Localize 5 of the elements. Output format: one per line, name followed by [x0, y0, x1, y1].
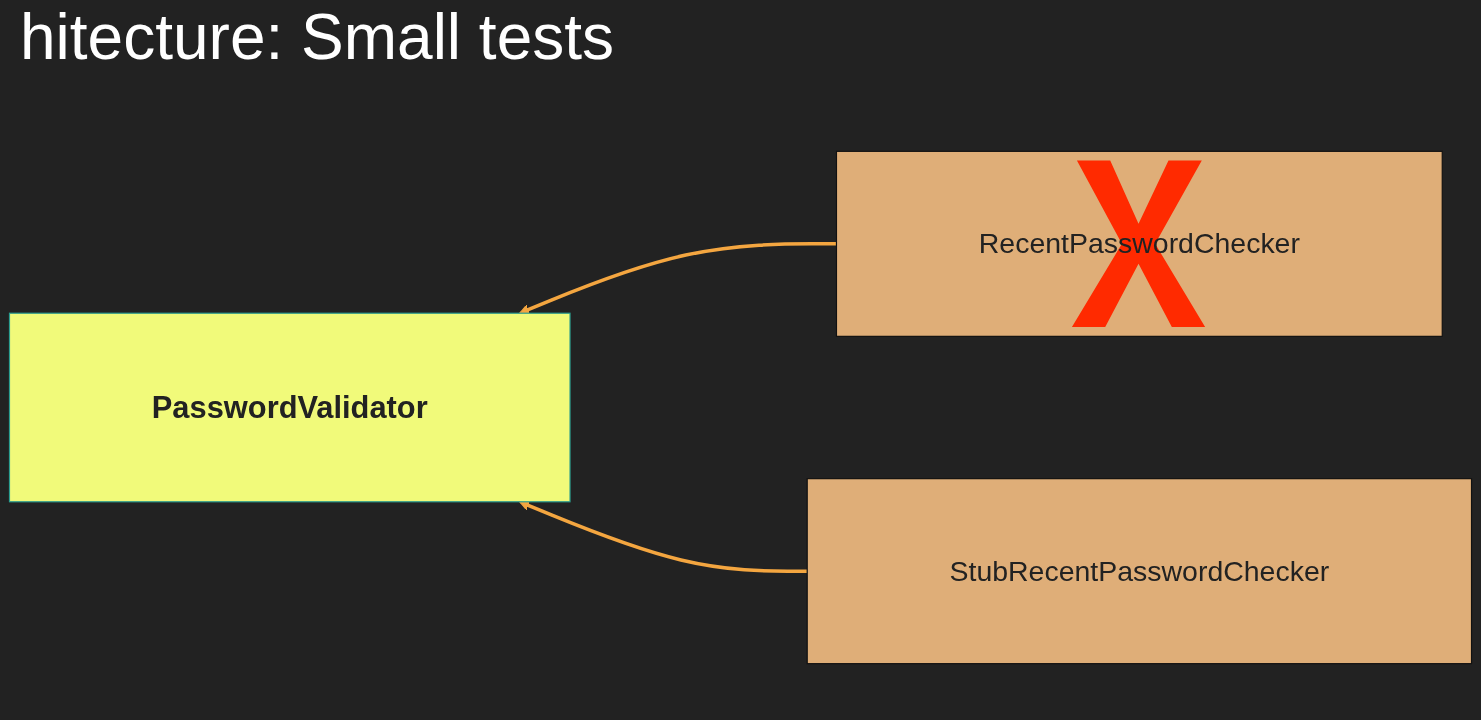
node-box: PasswordValidator	[8, 312, 571, 503]
node-box: StubRecentPasswordChecker	[806, 478, 1473, 665]
slide-title: hitecture: Small tests	[20, 0, 614, 74]
arrow	[519, 500, 808, 573]
arrow	[519, 242, 837, 315]
